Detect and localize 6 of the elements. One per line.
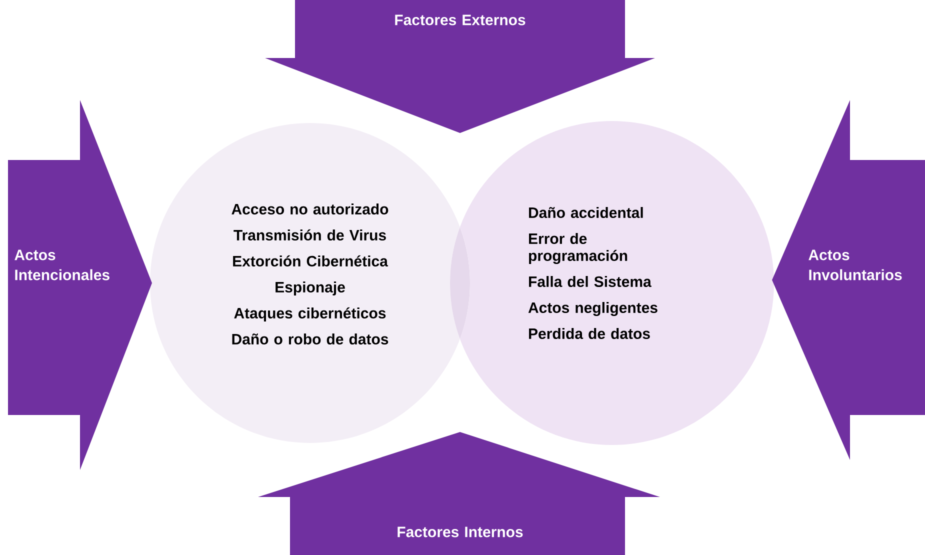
node-label: Transmisión de Virus [234, 229, 386, 241]
node-label: Daño o robo de datos [232, 333, 388, 345]
node-label: Acceso no autorizado [232, 203, 388, 215]
node-label: Ataques cibernéticos [234, 307, 386, 322]
node-label: Extorción Cibernética [233, 255, 388, 267]
node-label: Espionaje [276, 281, 345, 296]
